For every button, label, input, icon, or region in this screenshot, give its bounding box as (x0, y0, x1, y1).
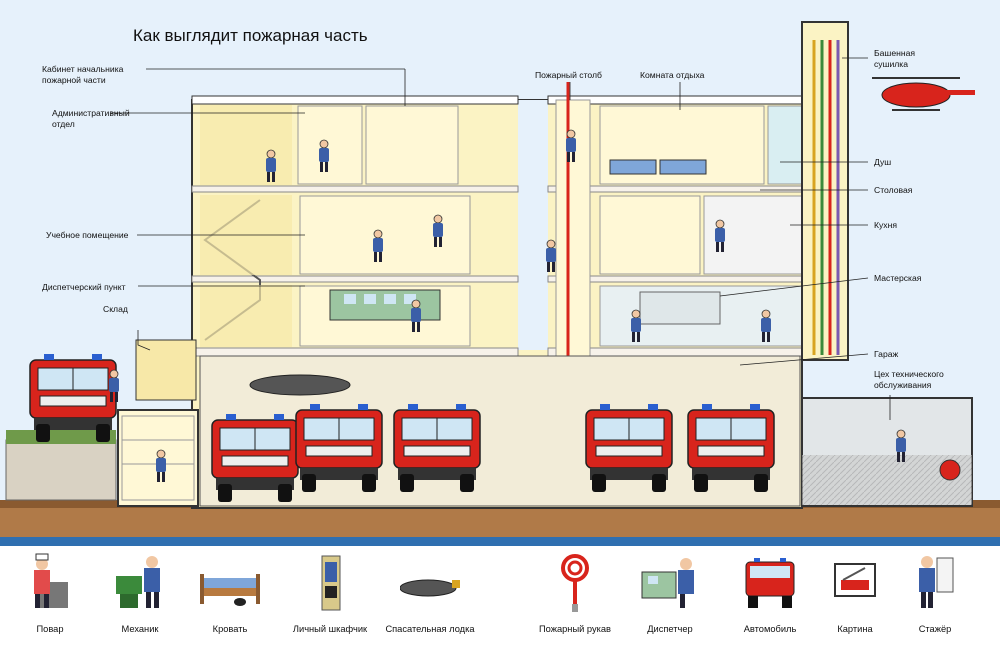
legend: Повар Механик Кровать Личный шкафчик (0, 546, 1000, 646)
mechanic-icon (116, 556, 160, 608)
fire-hose-icon (561, 554, 589, 612)
truck-1 (211, 413, 299, 503)
label-workshop: Мастерская (874, 273, 922, 283)
legend-item: Повар (0, 546, 100, 646)
label-rest-room: Комната отдыха (640, 70, 705, 80)
legend-label: Механик (121, 624, 159, 634)
dispatcher-icon (641, 558, 694, 608)
ground (0, 505, 1000, 537)
legend-item: Спасательная лодка (380, 546, 480, 646)
trainee-icon (919, 556, 954, 608)
legend-item: Стажёр (885, 546, 985, 646)
truck-outside (29, 353, 117, 443)
hose-tower (801, 21, 849, 361)
truck-3 (393, 403, 481, 493)
truck-5 (687, 403, 775, 493)
label-dispatch-point: Диспетчерский пункт (42, 282, 126, 292)
label-maintenance-shop: Цех технического обслуживания (874, 369, 944, 390)
bed-icon (200, 574, 260, 606)
label-storage: Склад (103, 304, 128, 314)
legend-item: Картина (805, 546, 905, 646)
label-dining-room: Столовая (874, 185, 913, 195)
label-admin-dept: Административный отдел (52, 108, 130, 129)
legend-label: Картина (837, 624, 873, 634)
fire-station-cutaway (0, 21, 1000, 537)
label-tower-dryer: Башенная сушилка (874, 48, 916, 69)
label-fire-pole: Пожарный столб (535, 70, 602, 80)
legend-label: Стажёр (918, 624, 952, 634)
label-shower: Душ (874, 157, 892, 167)
label-kitchen: Кухня (874, 220, 897, 230)
cook-icon (34, 553, 68, 608)
divider-strip (0, 537, 1000, 546)
legend-item: Пожарный рукав (525, 546, 625, 646)
locker-icon (321, 555, 341, 611)
garage-rescue-boat (249, 374, 351, 396)
fence-left (5, 439, 117, 501)
legend-label: Автомобиль (743, 624, 797, 634)
truck-4 (585, 403, 673, 493)
legend-item: Диспетчер (620, 546, 720, 646)
legend-label: Спасательная лодка (385, 624, 475, 634)
fire-truck-icon (745, 558, 795, 608)
picture-icon (834, 563, 876, 597)
legend-item: Кровать (180, 546, 280, 646)
legend-label: Личный шкафчик (292, 624, 368, 634)
truck-2 (295, 403, 383, 493)
label-training-room: Учебное помещение (46, 230, 129, 240)
helicopter (872, 77, 975, 111)
legend-label: Повар (36, 624, 64, 634)
legend-item: Механик (90, 546, 190, 646)
label-chief-office: Кабинет начальника пожарной части (42, 64, 124, 85)
label-garage: Гараж (874, 349, 899, 359)
legend-label: Пожарный рукав (539, 624, 611, 634)
page-title: Как выглядит пожарная часть (133, 26, 368, 45)
legend-item: Автомобиль (720, 546, 820, 646)
legend-label: Диспетчер (647, 624, 693, 634)
rescue-boat-icon (400, 579, 460, 597)
legend-label: Кровать (212, 624, 248, 634)
legend-item: Личный шкафчик (280, 546, 380, 646)
